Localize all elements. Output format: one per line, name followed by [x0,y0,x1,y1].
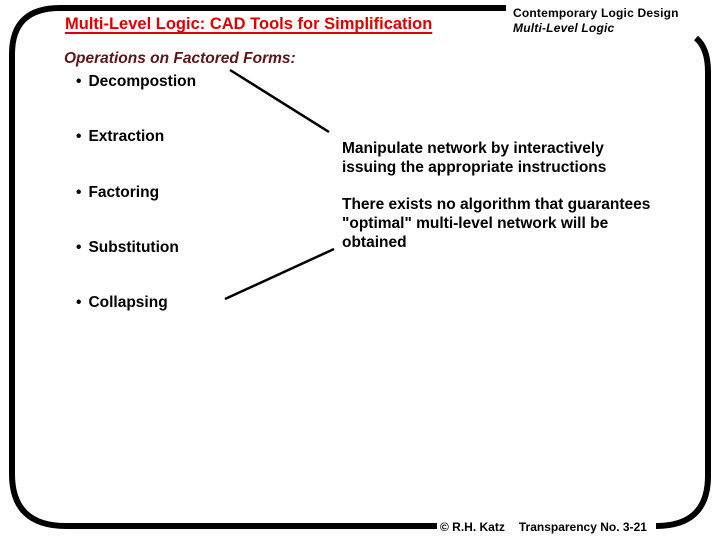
slide-footer: © R.H. Katz Transparency No. 3-21 [440,520,647,534]
bullet-label: Factoring [88,184,160,201]
bullet-label: Substitution [88,239,179,256]
frame-left-border [9,5,506,529]
bullet-item-extraction: • Extraction [76,128,164,146]
frame-right-border [655,35,711,529]
annotation-line: obtained [342,234,407,251]
annotation-line: issuing the appropriate instructions [342,159,607,176]
section-heading: Operations on Factored Forms: [64,50,296,67]
connector-line-2 [224,247,335,301]
bullet-item-decompostion: • Decompostion [76,73,196,91]
connector-line-1 [229,68,330,134]
bullet-item-collapsing: • Collapsing [76,294,168,312]
bullet-item-factoring: • Factoring [76,184,159,202]
annotation-no-algorithm: There exists no algorithm that guarantee… [342,195,650,252]
annotation-line: There exists no algorithm that guarantee… [342,196,651,213]
header-chapter-title: Multi-Level Logic [513,21,615,35]
slide-header: Contemporary Logic Design Multi-Level Lo… [513,6,679,36]
header-book-title: Contemporary Logic Design [513,6,679,20]
bullet-icon: • [76,294,82,311]
bullet-icon: • [76,128,82,145]
bullet-label: Extraction [88,128,165,145]
footer-copyright: © R.H. Katz [440,520,505,534]
annotation-line: Manipulate network by interactively [342,140,604,157]
bullet-item-substitution: • Substitution [76,239,179,257]
annotation-manipulate-network: Manipulate network by interactively issu… [342,139,606,177]
bullet-label: Decompostion [88,73,197,90]
bullet-icon: • [76,73,82,90]
slide-title: Multi-Level Logic: CAD Tools for Simplif… [65,15,433,33]
annotation-line: "optimal" multi-level network will be [342,215,609,232]
bullet-icon: • [76,239,82,256]
bullet-icon: • [76,184,82,201]
bullet-label: Collapsing [88,294,168,311]
footer-transparency-number: Transparency No. 3-21 [518,520,647,534]
